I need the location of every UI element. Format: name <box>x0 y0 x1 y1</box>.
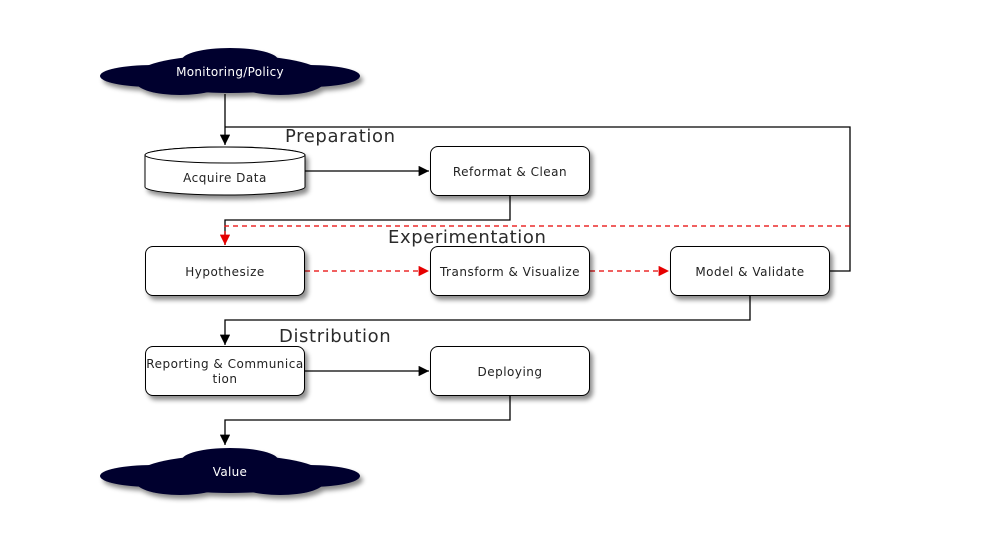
node-hypothesize[interactable]: Hypothesize <box>145 246 305 296</box>
acquire-data-cylinder-shape <box>144 146 306 196</box>
node-reformat-clean-label: Reformat & Clean <box>452 165 568 179</box>
node-value[interactable]: Value <box>212 465 248 479</box>
node-acquire-data[interactable]: Acquire Data <box>183 171 267 185</box>
edge-dashed-feedback-to-hypothesize <box>219 225 850 245</box>
node-hypothesize-label: Hypothesize <box>185 265 265 279</box>
edge-deploying-to-value <box>219 396 511 445</box>
node-reporting-communication[interactable]: Reporting & Communication <box>145 346 305 396</box>
node-deploying-label: Deploying <box>477 365 543 379</box>
value-cloud-shape <box>100 448 360 495</box>
section-label-preparation: Preparation <box>285 126 396 147</box>
node-deploying[interactable]: Deploying <box>430 346 590 396</box>
node-transform-visualize[interactable]: Transform & Visualize <box>430 246 590 296</box>
node-reformat-clean[interactable]: Reformat & Clean <box>430 146 590 196</box>
node-model-validate[interactable]: Model & Validate <box>670 246 830 296</box>
edge-model-to-reporting <box>219 296 751 345</box>
edge-feedback-loop <box>225 126 851 272</box>
node-model-validate-label: Model & Validate <box>695 265 805 279</box>
section-label-experimentation: Experimentation <box>388 227 547 248</box>
section-label-distribution: Distribution <box>279 326 392 347</box>
monitoring-cloud-shape <box>100 48 360 95</box>
node-reporting-communication-label: Reporting & Communication <box>146 357 304 386</box>
node-transform-visualize-label: Transform & Visualize <box>439 265 580 279</box>
node-monitoring-policy[interactable]: Monitoring/Policy <box>176 65 284 79</box>
